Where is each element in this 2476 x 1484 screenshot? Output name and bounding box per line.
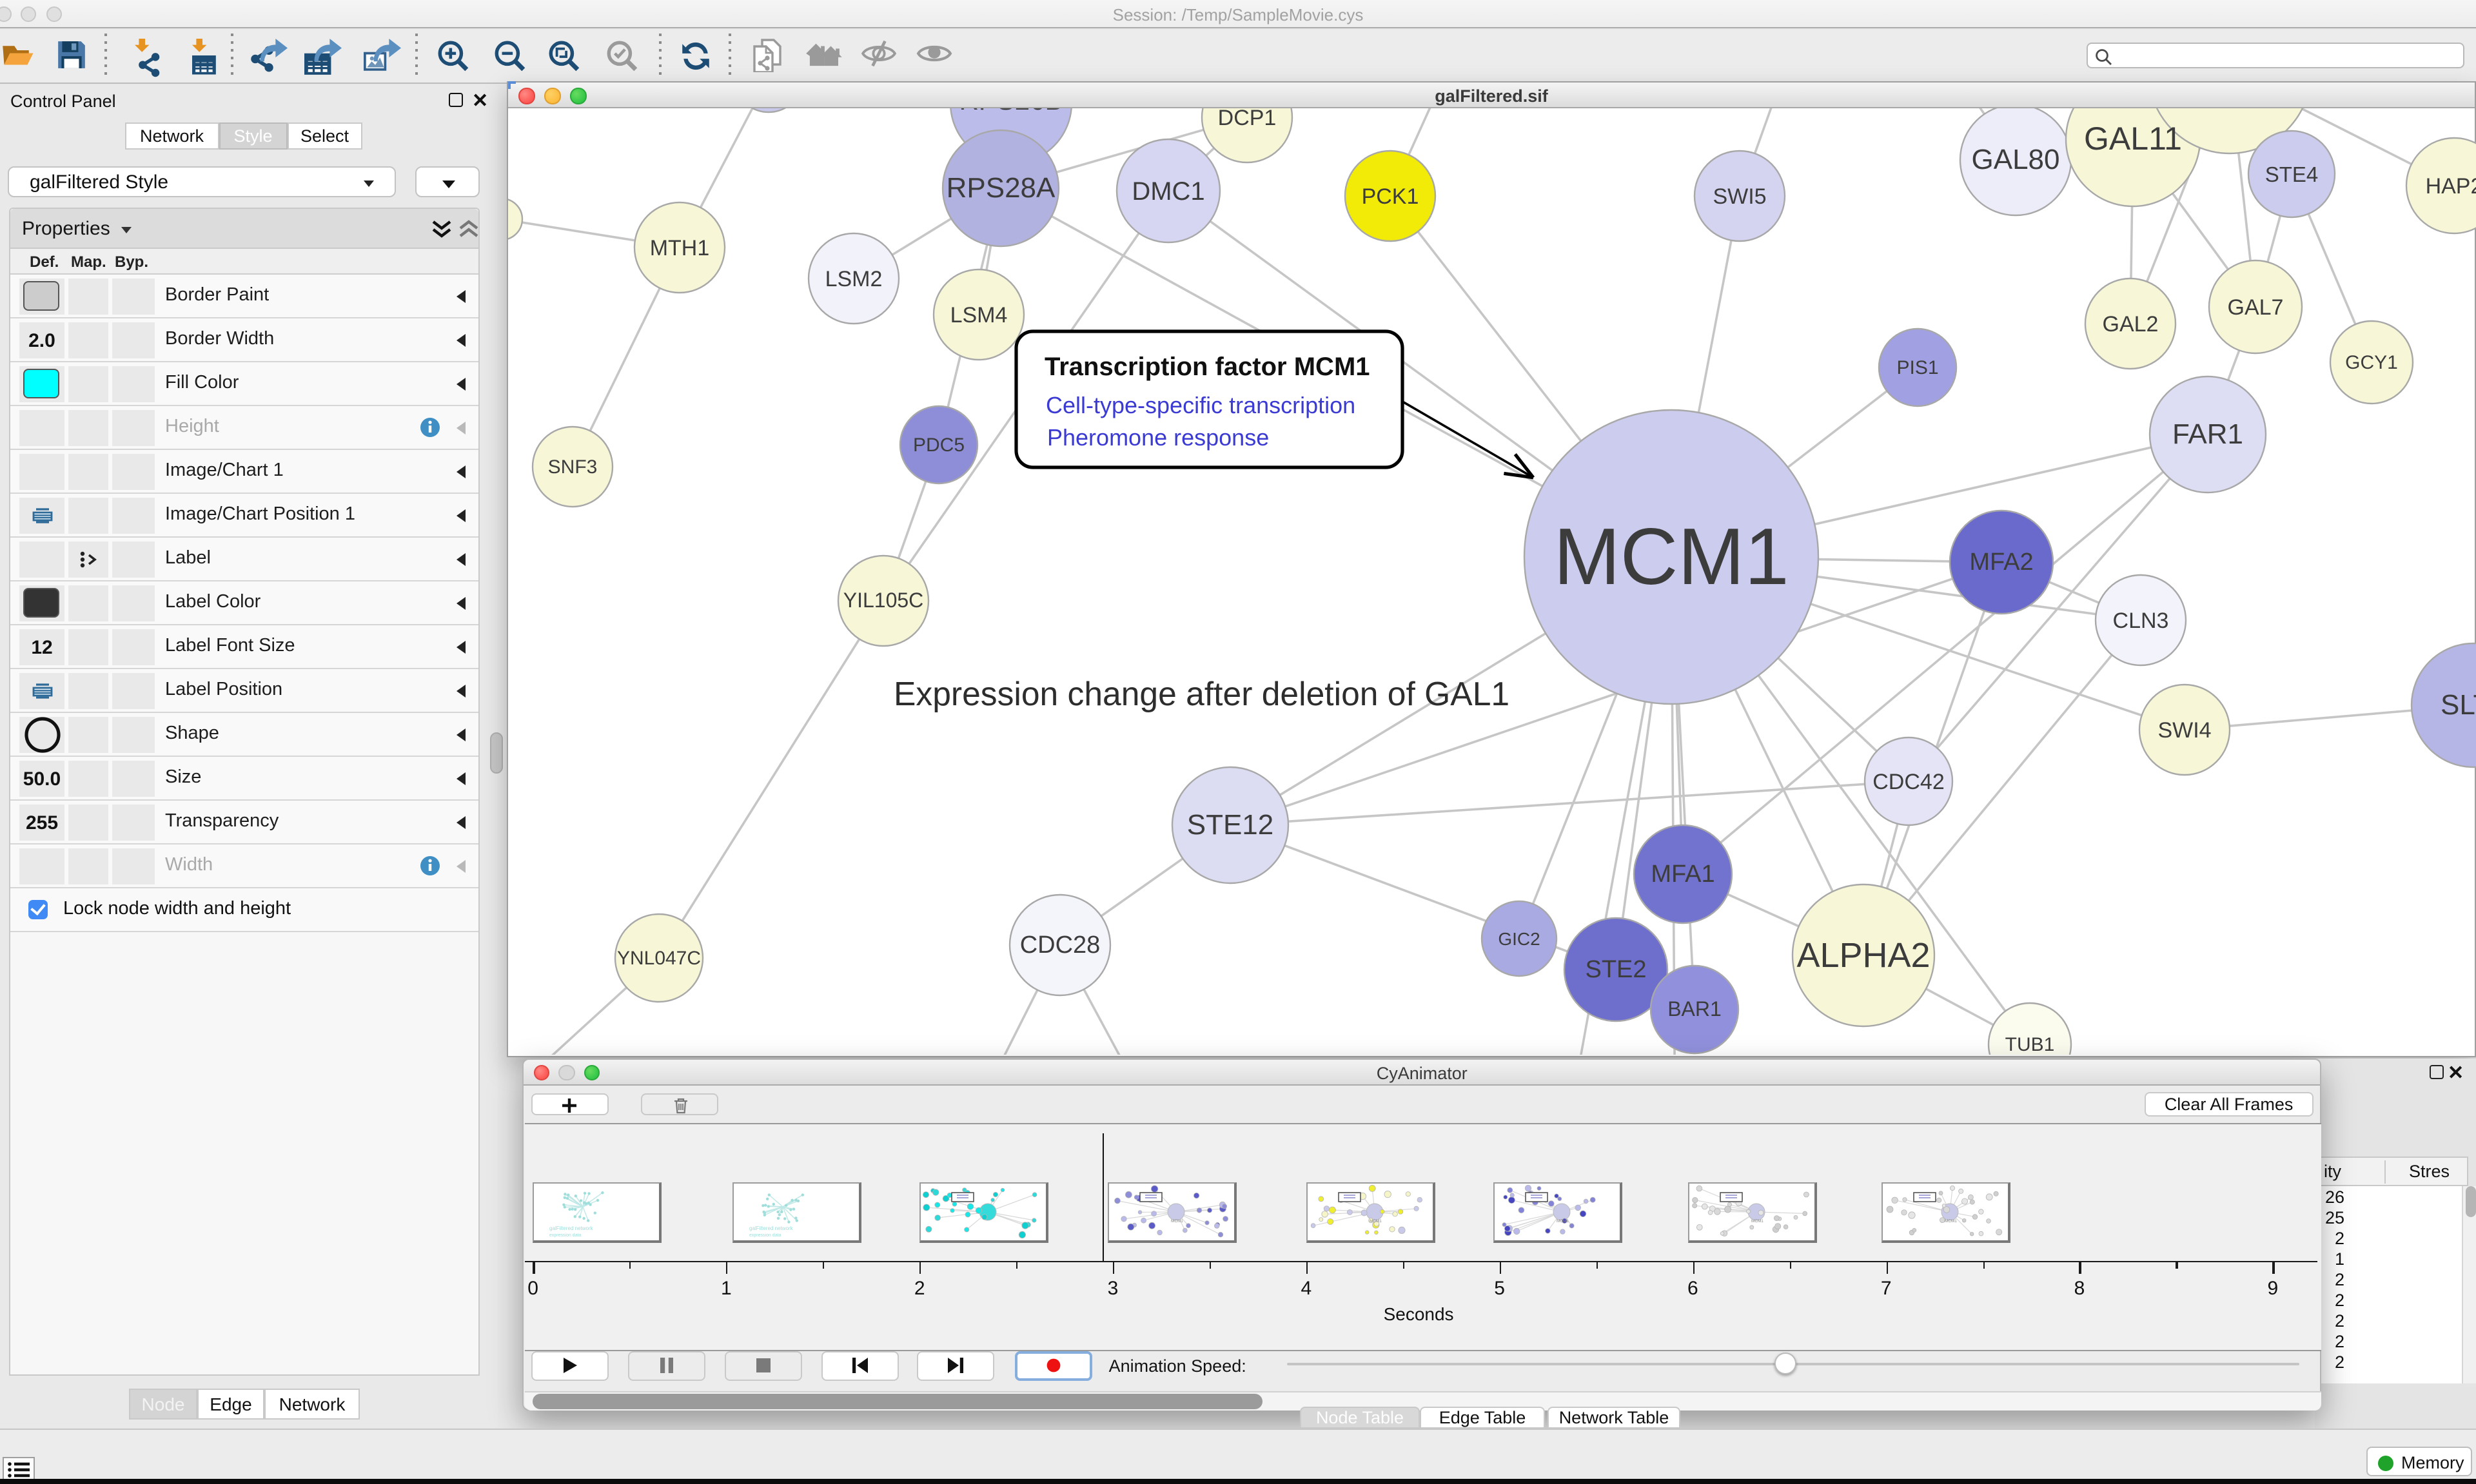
svg-text:PDC5: PDC5 bbox=[913, 434, 965, 456]
svg-text:expression data: expression data bbox=[549, 1233, 582, 1238]
svg-text:galFiltered network: galFiltered network bbox=[549, 1225, 594, 1231]
svg-text:LSM4: LSM4 bbox=[950, 303, 1008, 327]
svg-text:MCM1: MCM1 bbox=[1553, 513, 1789, 601]
svg-text:SWI5: SWI5 bbox=[1713, 184, 1766, 209]
svg-text:PCK1: PCK1 bbox=[1362, 184, 1419, 209]
svg-text:DCP1: DCP1 bbox=[1218, 108, 1277, 130]
svg-text:SWI4: SWI4 bbox=[2157, 718, 2211, 743]
svg-text:RPS26B: RPS26B bbox=[959, 108, 1063, 115]
svg-text:CLN3: CLN3 bbox=[2113, 609, 2169, 633]
svg-text:Expression change after deleti: Expression change after deletion of GAL1 bbox=[894, 675, 1509, 712]
svg-text:MCM1: MCM1 bbox=[1171, 1219, 1183, 1224]
svg-text:GAL80: GAL80 bbox=[1972, 144, 2060, 175]
svg-text:GCY1: GCY1 bbox=[2345, 352, 2398, 373]
svg-text:CDC28: CDC28 bbox=[1020, 932, 1101, 959]
svg-text:FAR1: FAR1 bbox=[2172, 418, 2243, 450]
svg-text:STE2: STE2 bbox=[1585, 956, 1646, 983]
svg-text:SNF3: SNF3 bbox=[548, 456, 598, 478]
svg-text:MFA2: MFA2 bbox=[1969, 549, 2033, 576]
svg-text:HAP2: HAP2 bbox=[2426, 174, 2476, 199]
svg-text:TUB1: TUB1 bbox=[2005, 1034, 2055, 1055]
svg-text:GIC2: GIC2 bbox=[1498, 929, 1540, 949]
svg-text:MCM1: MCM1 bbox=[1751, 1219, 1764, 1224]
svg-text:CDC42: CDC42 bbox=[1872, 770, 1944, 794]
svg-text:GAL11: GAL11 bbox=[2084, 121, 2182, 157]
svg-text:Pheromone response: Pheromone response bbox=[1047, 424, 1269, 451]
svg-text:YIL105C: YIL105C bbox=[843, 589, 924, 612]
svg-text:MCM1: MCM1 bbox=[1370, 1219, 1382, 1224]
svg-text:LSM2: LSM2 bbox=[825, 267, 883, 291]
svg-text:GAL2: GAL2 bbox=[2103, 312, 2159, 337]
svg-text:GAL7: GAL7 bbox=[2228, 295, 2284, 320]
svg-text:MCM1: MCM1 bbox=[1557, 1219, 1569, 1224]
svg-text:PIS1: PIS1 bbox=[1896, 357, 1938, 378]
svg-text:BAR1: BAR1 bbox=[1667, 997, 1722, 1020]
svg-text:MCM1: MCM1 bbox=[1945, 1219, 1958, 1224]
svg-text:Transcription factor MCM1: Transcription factor MCM1 bbox=[1045, 353, 1370, 381]
svg-text:ALPHA2: ALPHA2 bbox=[1796, 936, 1930, 975]
svg-text:MTH1: MTH1 bbox=[650, 236, 710, 260]
svg-text:DMC1: DMC1 bbox=[1132, 177, 1204, 206]
svg-text:YNL047C: YNL047C bbox=[617, 948, 701, 969]
svg-text:galFiltered network: galFiltered network bbox=[750, 1225, 794, 1231]
svg-text:expression data: expression data bbox=[750, 1233, 782, 1238]
svg-text:STE4: STE4 bbox=[2265, 162, 2319, 186]
svg-text:Cell-type-specific transcripti: Cell-type-specific transcription bbox=[1046, 392, 1355, 418]
svg-text:STE12: STE12 bbox=[1187, 809, 1274, 841]
svg-text:MFA1: MFA1 bbox=[1651, 861, 1715, 888]
svg-text:RPS28A: RPS28A bbox=[947, 172, 1056, 204]
svg-text:SLT2: SLT2 bbox=[2441, 689, 2476, 721]
